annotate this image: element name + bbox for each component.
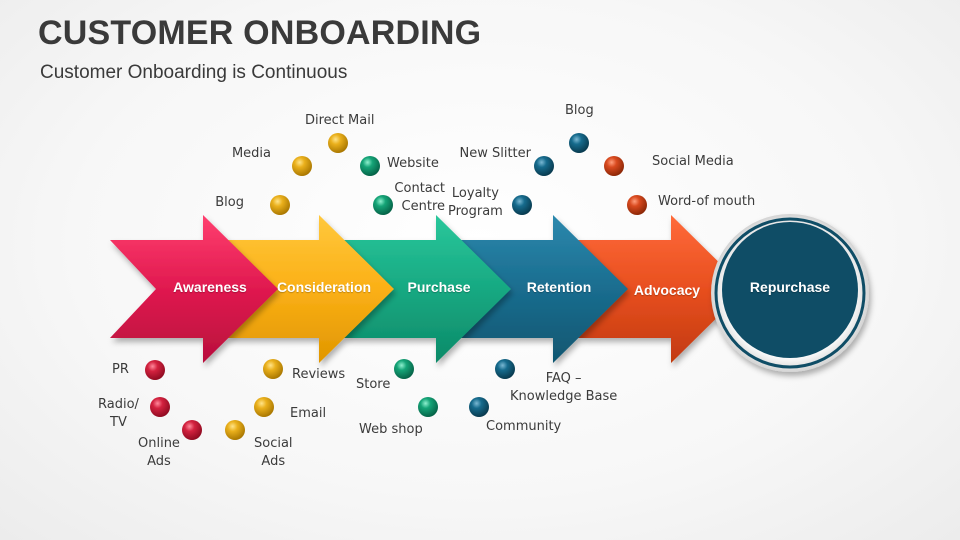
stage-label-repurchase: Repurchase	[749, 279, 831, 295]
touchpoint-community: Community	[486, 419, 562, 434]
touchpoint-web-shop: Web shop	[359, 422, 423, 437]
touchpoint-email: Email	[290, 406, 327, 421]
bullet-social-media	[604, 156, 624, 176]
bullet-blog-right	[569, 133, 589, 153]
bullet-new-slitter	[534, 156, 554, 176]
touchpoint-direct-mail: Direct Mail	[305, 113, 375, 128]
touchpoint-word-of-mouth: Word-of mouth	[658, 194, 756, 209]
touchpoint-reviews: Reviews	[292, 367, 346, 382]
touchpoint-website: Website	[387, 156, 439, 171]
touchpoint-faq: FAQ – Knowledge Base	[510, 371, 618, 404]
bullet-media	[292, 156, 312, 176]
bullet-direct-mail	[328, 133, 348, 153]
stage-label-retention: Retention	[526, 279, 592, 295]
bullet-social-ads	[225, 420, 245, 440]
bullet-reviews	[263, 359, 283, 379]
bullet-blog-left	[270, 195, 290, 215]
touchpoint-pr: PR	[112, 362, 129, 377]
touchpoint-store: Store	[356, 377, 391, 392]
bullet-online-ads	[182, 420, 202, 440]
touchpoint-radio-tv: Radio/ TV	[98, 397, 139, 430]
bullet-pr	[145, 360, 165, 380]
stage-arrow-advocacy	[578, 215, 746, 363]
bullet-community	[469, 397, 489, 417]
touchpoint-blog-left: Blog	[215, 195, 244, 210]
page-subtitle: Customer Onboarding is Continuous	[40, 62, 348, 83]
touchpoint-loyalty-program: Loyalty Program	[448, 186, 503, 219]
stage-arrow-purchase	[343, 215, 511, 363]
bullet-loyalty-program	[512, 195, 532, 215]
touchpoint-social-media: Social Media	[652, 154, 734, 169]
stage-label-consideration: Consideration	[276, 279, 372, 295]
bullet-word-of-mouth	[627, 195, 647, 215]
repurchase-circle	[711, 214, 869, 372]
bullet-faq	[495, 359, 515, 379]
touchpoint-contact-centre: Contact Centre	[394, 181, 445, 214]
touchpoint-online-ads: Online Ads	[138, 436, 180, 469]
bullet-contact-centre	[373, 195, 393, 215]
stage-arrow-awareness	[110, 215, 278, 363]
touchpoint-social-ads: Social Ads	[254, 436, 293, 469]
bullet-radio-tv	[150, 397, 170, 417]
touchpoint-new-slitter: New Slitter	[459, 146, 532, 161]
bullet-email	[254, 397, 274, 417]
stage-label-awareness: Awareness	[173, 279, 247, 295]
stage-arrow-consideration	[226, 215, 394, 363]
bullet-store	[394, 359, 414, 379]
touchpoint-blog-right: Blog	[565, 103, 594, 118]
stage-arrow-retention	[460, 215, 628, 363]
page-title: CUSTOMER ONBOARDING	[38, 14, 482, 52]
touchpoint-media: Media	[231, 146, 271, 161]
stage-label-purchase: Purchase	[407, 279, 471, 295]
bullet-web-shop	[418, 397, 438, 417]
stage-label-advocacy: Advocacy	[633, 282, 701, 298]
bullet-website	[360, 156, 380, 176]
